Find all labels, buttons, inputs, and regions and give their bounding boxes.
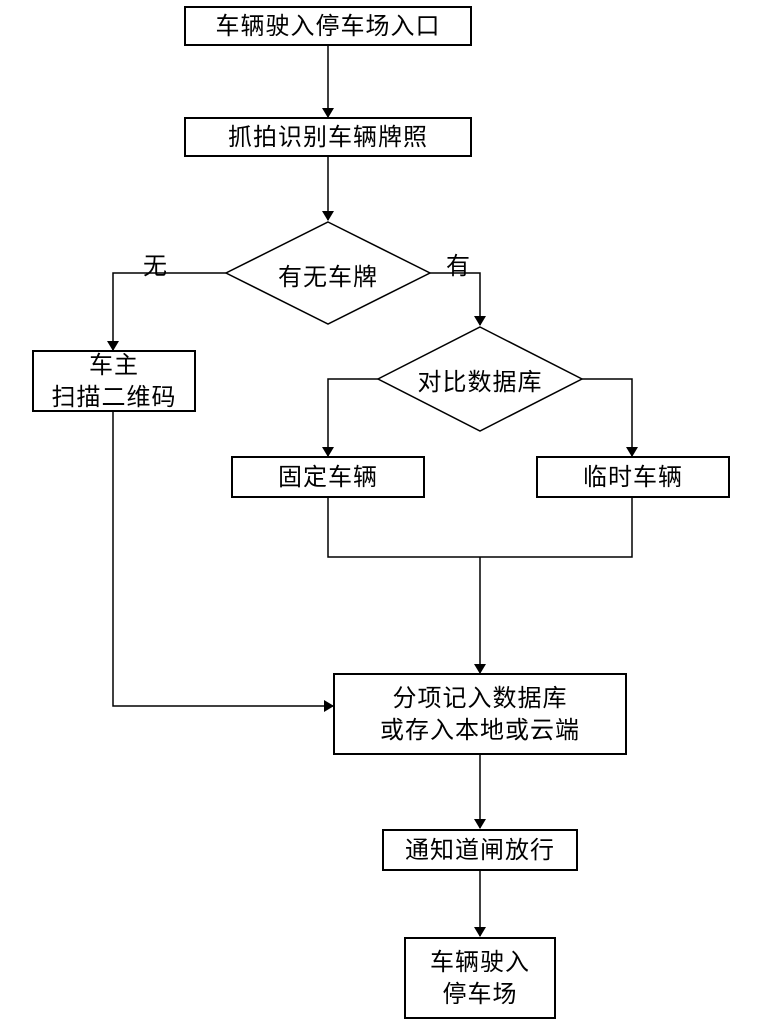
arrow-has-plate-to-db	[430, 272, 486, 326]
arrow-no-plate-to-scan	[107, 272, 226, 351]
arrow-scan-to-record	[112, 412, 334, 712]
edge-label-no: 无	[143, 252, 167, 280]
node-entrance: 车辆驶入停车场入口	[184, 6, 472, 46]
node-fixed-label: 固定车辆	[278, 463, 378, 491]
node-entrance-label: 车辆驶入停车场入口	[215, 12, 441, 40]
line-fixed-merge	[327, 498, 633, 558]
node-scan-line2: 扫描二维码	[51, 383, 177, 411]
plate-check-diamond	[224, 221, 432, 325]
plate-check-label: 有无车牌	[278, 262, 378, 291]
node-record-line2: 或存入本地或云端	[380, 716, 580, 744]
node-record-data: 分项记入数据库 或存入本地或云端	[333, 673, 627, 755]
node-gate-release: 通知道闸放行	[382, 829, 578, 871]
node-enter-line2: 停车场	[442, 980, 518, 1008]
db-compare-diamond	[376, 326, 584, 432]
node-fixed-vehicle: 固定车辆	[231, 456, 425, 498]
node-capture: 抓拍识别车辆牌照	[184, 117, 472, 157]
node-capture-label: 抓拍识别车辆牌照	[228, 123, 428, 151]
node-scan-line1: 车主	[89, 351, 139, 379]
node-enter-line1: 车辆驶入	[430, 948, 530, 976]
node-enter-parking: 车辆驶入 停车场	[404, 937, 556, 1019]
arrow-db-to-temporary	[582, 378, 638, 457]
node-gate-label: 通知道闸放行	[405, 836, 555, 864]
db-compare-label: 对比数据库	[417, 367, 543, 396]
edge-label-yes: 有	[446, 252, 470, 280]
node-temporary-label: 临时车辆	[583, 463, 683, 491]
arrow-db-to-fixed	[322, 378, 378, 457]
node-temporary-vehicle: 临时车辆	[536, 456, 730, 498]
node-scan-qr: 车主 扫描二维码	[32, 350, 196, 412]
node-record-line1: 分项记入数据库	[392, 684, 568, 712]
